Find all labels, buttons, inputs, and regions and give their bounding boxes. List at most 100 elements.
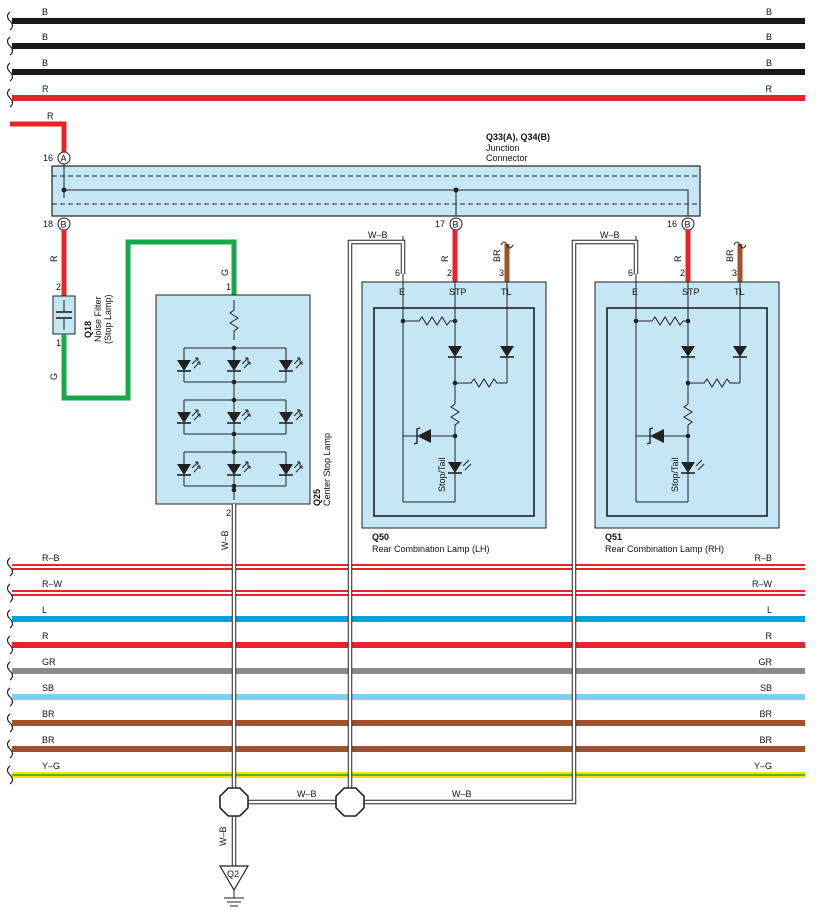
rear-lamp-name: Rear Combination Lamp (RH) (605, 544, 724, 554)
svg-text:E: E (632, 287, 638, 297)
svg-text:2: 2 (56, 282, 61, 292)
svg-text:Stop/Tail: Stop/Tail (670, 457, 680, 492)
svg-text:B: B (685, 220, 691, 230)
splice-point (335, 787, 365, 817)
ground-wire-runs: W–B W–B W–B (219, 230, 639, 866)
bottom-wire: GR GR (6, 657, 805, 681)
svg-text:G: G (49, 373, 59, 380)
bottom-wire-label-left: R–W (42, 579, 63, 589)
bottom-wire-label-left: Y–G (42, 761, 60, 771)
top-wire-label-right: R (766, 84, 773, 94)
svg-text:G: G (220, 269, 230, 276)
bottom-wire-label-left: R–B (42, 553, 60, 563)
bottom-wire: BR BR (6, 709, 805, 733)
svg-text:18: 18 (43, 219, 53, 229)
svg-text:E: E (399, 287, 405, 297)
junction-code: Q33(A), Q34(B) (486, 132, 550, 142)
bottom-wire: R–W R–W (6, 579, 805, 603)
bottom-wire: Y–G Y–G (6, 761, 805, 785)
bottom-wire-label-right: GR (759, 657, 773, 667)
svg-text:3: 3 (732, 268, 737, 278)
splice-point (219, 787, 249, 817)
svg-text:TL: TL (501, 287, 512, 297)
top-wire-label-right: B (766, 7, 772, 17)
svg-text:R: R (673, 255, 683, 262)
svg-text:STP: STP (682, 287, 700, 297)
ground-link-label-1: W–B (297, 789, 317, 799)
rear-lamp-code: Q50 (372, 532, 389, 542)
svg-text:2: 2 (447, 268, 452, 278)
bottom-wire-label-left: L (42, 605, 47, 615)
bottom-wire-label-right: R (766, 631, 773, 641)
svg-text:A: A (61, 154, 67, 164)
top-wire-label-left: R (42, 84, 49, 94)
bottom-wire-label-left: GR (42, 657, 56, 667)
svg-text:B: B (453, 220, 459, 230)
svg-text:1: 1 (56, 338, 61, 348)
svg-text:TL: TL (734, 287, 745, 297)
bottom-wire: BR BR (6, 735, 805, 759)
bottom-wire-label-right: BR (759, 735, 772, 745)
junction-name-1: Junction (486, 143, 520, 153)
noise-filter: R 2 1 Q18 Noise Filter (Stop Lamp) G (49, 230, 237, 401)
svg-text:Noise Filter: Noise Filter (93, 296, 103, 342)
junction-name-2: Connector (486, 153, 528, 163)
svg-text:(Stop Lamp): (Stop Lamp) (103, 294, 113, 344)
top-wire-label-left: B (42, 7, 48, 17)
svg-text:3: 3 (499, 268, 504, 278)
junction-pin-b-17: B 17 (435, 217, 463, 231)
center-stop-lamp: G 1 2 Q25 Center Stop Lamp (155, 269, 332, 518)
svg-text:BR: BR (492, 249, 502, 262)
bottom-wire-label-right: BR (759, 709, 772, 719)
bottom-wire-label-right: L (767, 605, 772, 615)
svg-text:R: R (440, 255, 450, 262)
svg-text:STP: STP (449, 287, 467, 297)
ground-point: W–B Q2 W–B W–B (218, 789, 472, 907)
junction-feed-label: R (47, 111, 54, 121)
bottom-wire-label-left: BR (42, 709, 55, 719)
rear-lamp-name: Rear Combination Lamp (LH) (372, 544, 490, 554)
top-wire-label-right: B (766, 58, 772, 68)
led-matrix (177, 345, 303, 500)
svg-text:Q2: Q2 (227, 869, 239, 879)
bottom-wire-label-left: BR (42, 735, 55, 745)
center-stop-lamp-code: Q25 (312, 489, 322, 506)
rear-lamp-code: Q51 (605, 532, 622, 542)
ground-link-label-2: W–B (452, 789, 472, 799)
junction-connector: Q33(A), Q34(B) Junction Connector (51, 132, 701, 217)
svg-text:B: B (61, 220, 67, 230)
bottom-wire-label-left: SB (42, 683, 54, 693)
svg-text:W–B: W–B (600, 230, 620, 240)
bottom-wire-label-right: R–W (752, 579, 773, 589)
svg-text:Stop/Tail: Stop/Tail (437, 457, 447, 492)
bottom-wire-label-right: R–B (754, 553, 772, 563)
svg-text:2: 2 (680, 268, 685, 278)
svg-text:R: R (49, 255, 59, 262)
junction-pin-b-16: B 16 (667, 217, 695, 231)
top-wire-label-right: B (766, 32, 772, 42)
svg-text:BR: BR (725, 249, 735, 262)
svg-text:W–B: W–B (368, 230, 388, 240)
svg-text:16: 16 (43, 153, 53, 163)
top-wire-label-left: B (42, 32, 48, 42)
svg-text:6: 6 (628, 268, 633, 278)
svg-text:W–B: W–B (220, 530, 230, 550)
svg-text:16: 16 (667, 219, 677, 229)
svg-text:6: 6 (395, 268, 400, 278)
junction-feed-wire (10, 121, 67, 152)
svg-text:2: 2 (226, 508, 231, 518)
noise-filter-code: Q18 (83, 321, 93, 338)
bottom-wire-label-right: Y–G (754, 761, 772, 771)
svg-text:1: 1 (226, 282, 231, 292)
bottom-wire: R–B R–B (6, 553, 805, 577)
